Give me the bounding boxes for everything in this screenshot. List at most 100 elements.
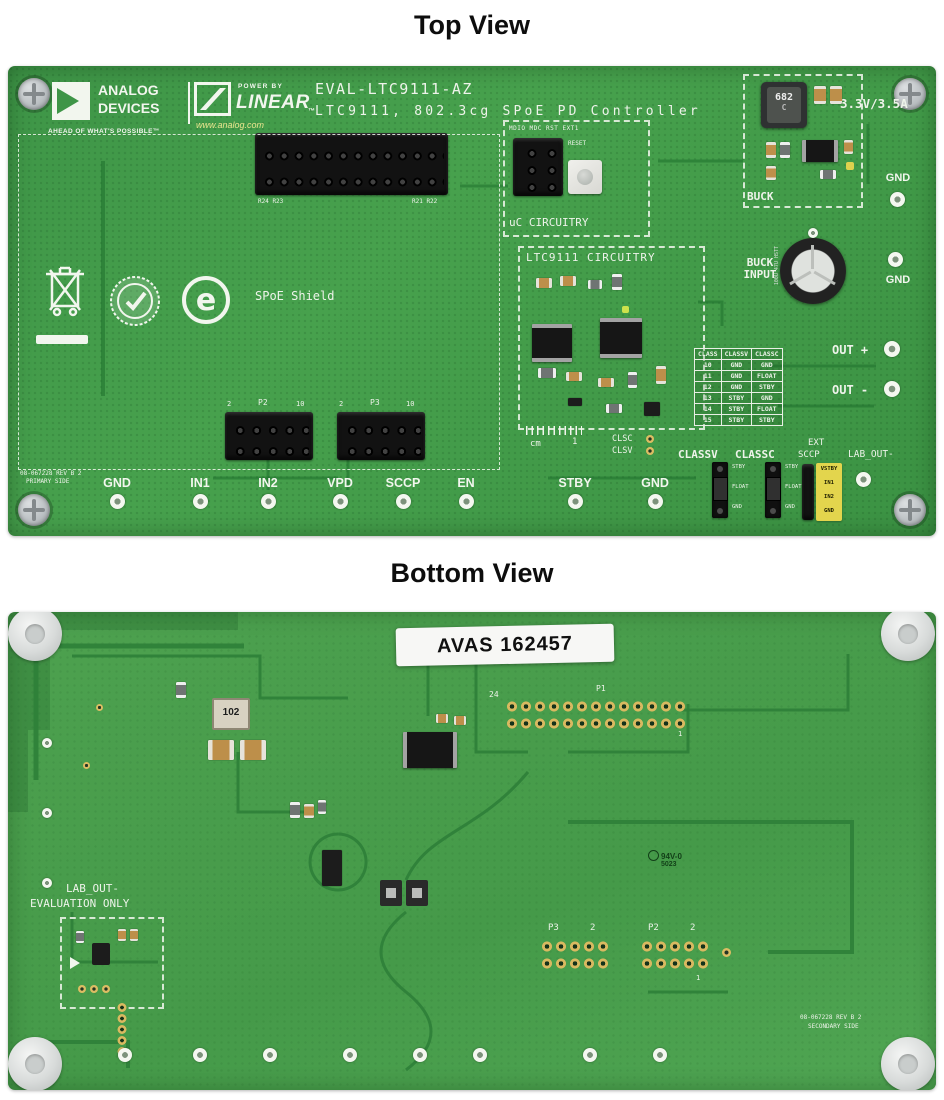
top-view-title: Top View: [413, 10, 530, 40]
capacitor: [766, 166, 776, 180]
uc-header-labels: MDIO MDC RST EXT1: [509, 125, 579, 132]
ltc9111-section-outline: [518, 246, 705, 430]
reset-label: RESET: [568, 140, 587, 147]
testpoint-label: IN2: [258, 476, 278, 490]
silk-arrow-icon: [70, 957, 80, 969]
weee-bar: [36, 335, 88, 344]
clsv-label: CLSV: [612, 446, 633, 456]
smd-component: [92, 943, 110, 965]
class-table-header: CLASSC: [751, 348, 783, 360]
p2-pin-label: 2: [227, 400, 232, 408]
quality-cert-icon: [110, 276, 160, 326]
electrolytic-capacitor: [780, 238, 846, 304]
ul-rating-text: 94V-0: [661, 852, 682, 861]
p1-label: P1: [596, 684, 606, 693]
via-pad: [722, 948, 731, 957]
capacitor: [536, 278, 552, 288]
resistor-refs: R21 R22: [412, 198, 438, 205]
test-point-pad: [396, 494, 411, 509]
analog-devices-wordmark: ANALOG: [98, 82, 159, 98]
test-point-pad: [808, 228, 818, 238]
test-point-pad: [888, 252, 903, 267]
jumper-option-label: GND: [732, 504, 742, 510]
p2-pin-label: 10: [296, 400, 305, 408]
bottom-board-photo: AVAS 162457 24 P1 1 102 94V-0 5023 LAB_O…: [8, 612, 936, 1090]
classc-label: CLASSC: [735, 448, 775, 461]
jumper-option-label: FLOAT: [785, 484, 802, 490]
testpoint-label: SCCP: [385, 476, 421, 490]
test-point-pad: [583, 1048, 597, 1062]
p3-pin2-label: 2: [590, 923, 596, 933]
board-side: SECONDARY SIDE: [808, 1023, 859, 1030]
p2-pin2-label: 2: [690, 923, 696, 933]
analog-devices-wordmark: DEVICES: [98, 100, 160, 116]
eval-board-id: EVAL-LTC9111-AZ: [315, 80, 473, 98]
testpoint-label: VPD: [327, 476, 353, 490]
bottom-view-title: Bottom View: [390, 558, 554, 588]
classv-jumper: [712, 462, 728, 518]
p1-pin1-label: 1: [678, 730, 683, 738]
capacitor: [814, 86, 826, 104]
test-point-pad: [193, 1048, 207, 1062]
test-point-pad: [648, 494, 663, 509]
nylon-standoff: [881, 612, 935, 661]
cm-scale-unit: cm: [530, 439, 541, 449]
jumper-option-label: GND: [785, 504, 795, 510]
jumper-option-label: STBY: [785, 464, 799, 470]
capacitor: [830, 86, 842, 104]
capacitor: [304, 804, 314, 818]
test-point-pad: [193, 494, 208, 509]
test-point-pad: [473, 1048, 487, 1062]
resistor: [606, 404, 622, 413]
test-point-pad: [118, 1048, 132, 1062]
copper-traces: [8, 612, 854, 1072]
resistor: [588, 280, 602, 289]
board-side: PRIMARY SIDE: [26, 478, 70, 485]
p1-pin24-label: 24: [489, 690, 499, 699]
test-point-pad: [884, 341, 900, 357]
capacitor: [454, 716, 466, 725]
classv-label: CLASSV: [678, 448, 718, 461]
resistor: [820, 170, 836, 179]
corner-screw-icon: [18, 494, 50, 526]
connector-p3: [337, 412, 425, 460]
test-point-pad: [343, 1048, 357, 1062]
capacitor: [118, 929, 126, 941]
adi-tagline: AHEAD OF WHAT'S POSSIBLE™: [48, 128, 160, 135]
buck-section-outline: [743, 74, 863, 208]
jumper-option-label: STBY: [732, 464, 746, 470]
soic8-ic: [532, 324, 572, 362]
connector-p2: [225, 412, 313, 460]
p1-through-hole-pads: [505, 698, 688, 732]
resistor-refs: R24 R23: [258, 198, 284, 205]
inductor-marking: 682: [774, 92, 794, 103]
fiducial-pad: [83, 762, 90, 769]
capacitor: [208, 740, 234, 760]
ltc9111-ic: [600, 318, 642, 358]
inductor-code: C: [781, 103, 787, 112]
output-rating: 3.3V/3.5A: [840, 96, 908, 111]
p3-label: P3: [548, 923, 559, 933]
led-indicator: [622, 306, 629, 313]
sccp-label: SCCP: [798, 450, 820, 460]
power-by-label: POWER BY: [238, 83, 283, 90]
test-point-pad: [653, 1048, 667, 1062]
ext-label: EXT: [808, 438, 825, 448]
capacitor: [656, 366, 666, 384]
buck-ic: [802, 140, 838, 162]
evaluation-only-label: EVALUATION ONLY: [30, 897, 130, 910]
fiducial-pad: [96, 704, 103, 711]
nylon-standoff: [881, 1037, 935, 1090]
smd-component: [406, 880, 428, 906]
corner-screw-icon: [18, 78, 50, 110]
uc-section-outline: [503, 120, 650, 237]
test-point-pad: [459, 494, 474, 509]
inductor-102-marking: 102: [222, 707, 240, 718]
capacitor: [130, 929, 138, 941]
nylon-standoff: [8, 1037, 62, 1090]
